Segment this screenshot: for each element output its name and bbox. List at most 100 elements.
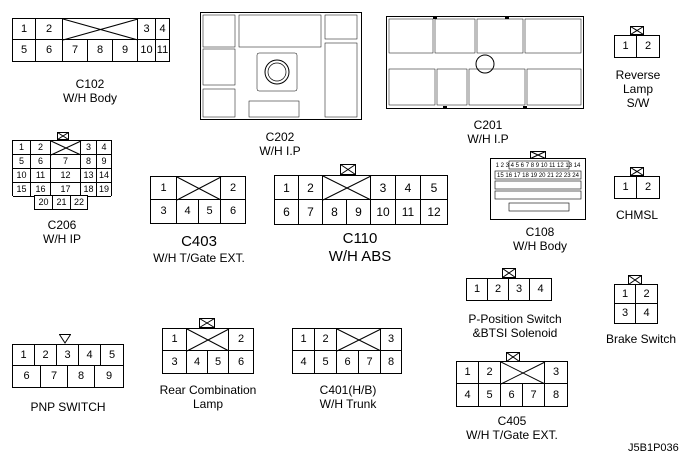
connector-desc: W/H T/Gate EXT. [466, 428, 558, 442]
connector-reverse-lamp-switch: 1 2 [614, 35, 660, 58]
pin: 5 [208, 351, 229, 373]
chmsl-caption: CHMSL [600, 208, 674, 222]
pin: 4 [510, 163, 514, 169]
connector-name: C201 [473, 118, 503, 132]
pin: 4 [177, 200, 199, 223]
pin: 4 [187, 351, 208, 373]
pin: 7 [359, 351, 381, 373]
pin: 21 [547, 173, 554, 179]
pin: 1 [495, 163, 499, 169]
pin: 9 [97, 155, 111, 169]
c110-caption: C110 W/H ABS [300, 230, 420, 266]
pin: 4 [643, 307, 650, 319]
pin: 8 [387, 355, 395, 368]
pin: 6 [337, 351, 359, 373]
pin: 8 [323, 200, 347, 224]
lock-tab-icon [530, 151, 546, 159]
blank-cavity [187, 329, 229, 351]
pnp-caption: PNP SWITCH [12, 400, 124, 414]
connector-desc: W/H Body [62, 91, 117, 105]
connector-c206-lower: 20 21 22 [34, 195, 88, 210]
c102-caption: C102 W/H Body [40, 77, 140, 105]
pin: 4 [537, 283, 544, 295]
blank-cavity [501, 362, 545, 384]
connector-c405: 1 2 3 4 5 6 7 8 [456, 361, 568, 407]
lock-tab-icon [340, 164, 356, 175]
blank-cavity [63, 19, 138, 40]
connector-desc: W/H IP [43, 232, 81, 246]
connector-chmsl: 1 2 [614, 176, 660, 199]
lock-tab-icon [57, 132, 69, 140]
pin: 1 [151, 177, 177, 200]
pin: 14 [97, 169, 111, 183]
connector-c206: 1 2 3 4 5 6 7 8 9 10 11 12 13 14 15 16 1… [12, 140, 112, 197]
pin: 13 [565, 163, 573, 169]
pin: 1 [615, 36, 637, 57]
pin: 8 [81, 155, 97, 169]
c202-caption: C202 W/H I.P [230, 130, 330, 158]
pin: 20 [538, 173, 546, 179]
pin: 3 [545, 362, 567, 384]
connector-name: Brake Switch [605, 332, 677, 346]
pin: 9 [113, 40, 138, 61]
pin: 3 [381, 329, 401, 351]
pin: 5 [515, 163, 519, 169]
connector-name: C401(H/B) [319, 383, 377, 397]
lock-tab-icon [199, 318, 215, 328]
pin: 10 [371, 200, 396, 224]
pin: 2 [644, 40, 652, 52]
pin: 4 [396, 176, 421, 200]
pin: 4 [97, 141, 111, 155]
pin: 8 [552, 388, 560, 401]
pin: 4 [293, 351, 315, 373]
pin: 1 [615, 177, 637, 198]
pin: 12 [427, 205, 441, 219]
pin: 6 [13, 366, 41, 387]
pin: 15 [13, 183, 31, 197]
pin: 9 [105, 370, 113, 382]
connector-p-position-switch: 1 2 3 4 [466, 278, 552, 301]
connector-desc: &BTSI Solenoid [472, 326, 558, 340]
connector-desc: W/H ABS [328, 248, 392, 265]
connector-name: C206 [47, 218, 77, 232]
pin: 3 [81, 141, 97, 155]
c401-caption: C401(H/B) W/H Trunk [292, 383, 404, 411]
blank-cavity [177, 177, 221, 200]
pin: 8 [530, 163, 535, 169]
lock-tab-icon [630, 26, 644, 35]
pin: 1 [13, 141, 31, 155]
pin: 7 [299, 200, 323, 224]
pin: 7 [63, 40, 88, 61]
pin: 21 [53, 196, 71, 209]
pin: 2 [636, 285, 657, 304]
pin: 3 [615, 304, 636, 323]
pin: 5 [13, 40, 36, 61]
pin: 19 [530, 173, 538, 179]
pin: 3 [138, 19, 156, 40]
pin: 3 [371, 176, 396, 200]
pin: 2 [315, 329, 337, 351]
connector-name: Reverse [615, 68, 661, 82]
c206-caption: C206 W/H IP [12, 218, 112, 246]
pin: 2 [229, 329, 253, 351]
figure-code: J5B1P036 [628, 442, 679, 454]
connector-rear-combination-lamp: 1 2 3 4 5 6 [162, 328, 254, 374]
pin: 3 [57, 345, 79, 366]
pin: 1 [457, 362, 479, 384]
p-position-caption: P-Position Switch &BTSI Solenoid [450, 312, 580, 340]
pin: 1 [163, 329, 187, 351]
pin: 2 [221, 177, 245, 200]
pin: 2 [479, 362, 501, 384]
pin: 6 [36, 40, 63, 61]
pin: 3 [505, 163, 509, 169]
connector-c201 [386, 16, 584, 109]
connector-name: C110 [342, 230, 378, 247]
pin: 6 [237, 355, 245, 368]
connector-name: CHMSL [615, 208, 658, 222]
pin: 17 [513, 173, 521, 179]
pin: 10 [138, 40, 156, 61]
c201-caption: C201 W/H I.P [438, 118, 538, 146]
blank-cavity [51, 141, 81, 155]
connector-name: C108 [525, 225, 555, 239]
connector-c108: 1 2 3 4 5 6 7 8 9 10 11 12 13 14 15 16 1… [490, 158, 586, 220]
